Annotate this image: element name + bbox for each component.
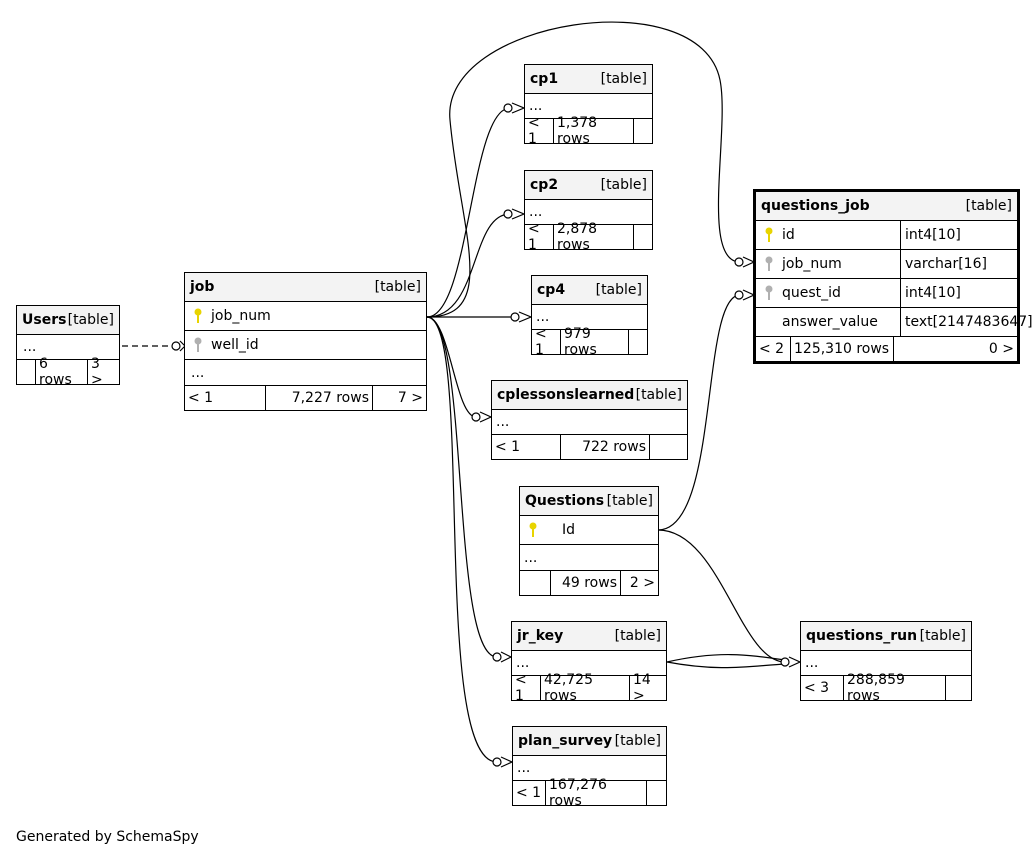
table-name: questions_job xyxy=(761,198,870,214)
ellipsis-row: ... xyxy=(185,360,426,386)
parents-count: < 1 xyxy=(532,326,561,358)
ellipsis-row: ... xyxy=(17,335,119,360)
table-name: job xyxy=(190,279,215,295)
parents-count: < 1 xyxy=(525,221,554,253)
primary-key-icon xyxy=(765,227,773,242)
column-type: varchar[16] xyxy=(900,250,1017,278)
column-name: answer_value xyxy=(782,314,878,330)
column-name: well_id xyxy=(211,337,259,353)
parents-count: < 2 xyxy=(756,337,791,361)
table-tag: [table] xyxy=(965,198,1012,214)
table-tag: [table] xyxy=(595,282,642,298)
row-count: 6 rows xyxy=(36,356,88,388)
children-count: 7 > xyxy=(397,390,423,406)
foreign-key-icon xyxy=(765,285,773,300)
column-name: job_num xyxy=(782,256,842,272)
table-tag: [table] xyxy=(67,312,114,328)
table-questions-job[interactable]: questions_job [table] id int4[10] job_num v… xyxy=(753,189,1033,364)
table-tag: [table] xyxy=(635,387,682,403)
ellipsis-row: ... xyxy=(525,94,652,119)
row-count: 1,378 rows xyxy=(554,115,634,147)
column-type: int4[10] xyxy=(900,279,1017,307)
ellipsis-row: ... xyxy=(492,410,687,435)
table-name: plan_survey xyxy=(518,733,613,749)
primary-key-icon xyxy=(529,522,537,537)
children-count: 3 > xyxy=(91,356,103,388)
table-tag: [table] xyxy=(600,177,647,193)
table-tag: [table] xyxy=(606,493,653,509)
table-name: jr_key xyxy=(517,628,564,644)
row-count: 288,859 rows xyxy=(844,672,946,704)
table-tag: [table] xyxy=(614,628,661,644)
ellipsis-row: ... xyxy=(525,200,652,225)
table-tag: [table] xyxy=(614,733,661,749)
table-name: cplessonslearned xyxy=(497,387,635,403)
ellipsis-row: ... xyxy=(512,651,666,676)
parents-count: < 1 xyxy=(185,386,266,410)
column-type: int4[10] xyxy=(900,221,1017,249)
ellipsis-row: ... xyxy=(520,545,658,571)
children-count: 2 > xyxy=(629,575,655,591)
table-name: questions_run xyxy=(806,628,918,644)
table-name: Questions xyxy=(525,493,605,509)
row-count: 2,878 rows xyxy=(554,221,634,253)
row-count: 167,276 rows xyxy=(546,777,647,809)
table-name: cp2 xyxy=(530,177,559,193)
row-count: 125,310 rows xyxy=(791,337,894,361)
table-tag: [table] xyxy=(600,71,647,87)
table-name: cp4 xyxy=(537,282,566,298)
column-type: text[2147483647] xyxy=(900,308,1033,336)
row-count: 7,227 rows xyxy=(266,386,373,410)
row-count: 49 rows xyxy=(551,571,621,595)
table-tag: [table] xyxy=(919,628,966,644)
children-count: 0 > xyxy=(988,341,1014,357)
foreign-key-icon xyxy=(194,337,202,352)
ellipsis-row: ... xyxy=(513,756,666,781)
column-name: Id xyxy=(562,522,576,538)
table-name: Users xyxy=(22,312,67,328)
foreign-key-icon xyxy=(765,256,773,271)
parents-count: < 1 xyxy=(525,115,554,147)
row-count: 42,725 rows xyxy=(541,672,630,704)
ellipsis-row: ... xyxy=(532,305,647,330)
column-name: job_num xyxy=(211,308,271,324)
primary-key-icon xyxy=(194,308,202,323)
row-count: 722 rows xyxy=(561,435,650,459)
parents-count: < 3 xyxy=(801,676,844,700)
ellipsis-row: ... xyxy=(801,651,971,676)
children-count: 14 > xyxy=(633,672,651,704)
row-count: 979 rows xyxy=(561,326,629,358)
column-name: quest_id xyxy=(782,285,841,301)
parents-count: < 1 xyxy=(492,435,561,459)
table-name: cp1 xyxy=(530,71,559,87)
generated-by-footer: Generated by SchemaSpy xyxy=(16,829,199,845)
parents-count: < 1 xyxy=(512,672,541,704)
table-questions[interactable]: Questions[table] Id ... 49 rows 2 > xyxy=(519,486,659,596)
table-tag: [table] xyxy=(374,279,421,295)
parents-count: < 1 xyxy=(513,781,546,805)
column-name: id xyxy=(782,227,795,243)
